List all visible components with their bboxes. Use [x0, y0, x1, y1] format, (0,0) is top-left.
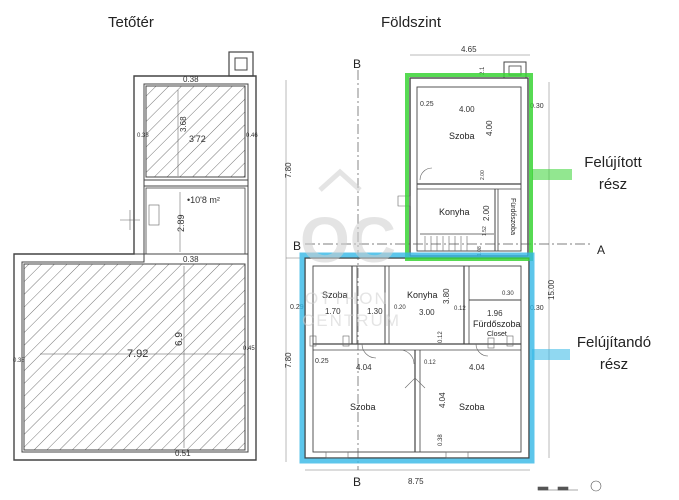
room-closet: Closet [487, 331, 507, 338]
dim-total-height: 15.00 [547, 279, 556, 300]
attic-title: Tetőtér [108, 14, 154, 31]
dim-170: 1.70 [325, 307, 341, 316]
renovated-arrow [532, 169, 572, 180]
dim-top-wall: 2.1 [480, 66, 486, 75]
renovated-callout-line1: Felújított [584, 154, 642, 171]
room-konyha-bottom: Konyha [407, 290, 438, 300]
room-furdo-bottom: Fürdőszoba [473, 319, 521, 329]
attic-plan: 0.38 3.68 3'72 0.38 0.46 •10'8 m² 2.89 0… [13, 51, 258, 461]
dim-left-029: 0.29 [290, 304, 304, 311]
dim-inner-width: 4.00 [459, 105, 475, 114]
dim-108: 1.08 [477, 246, 483, 256]
dim-right-wall-top: 0.30 [530, 103, 544, 110]
to-renovate-callout-line1: Felújítandó [576, 334, 652, 351]
ground-floor-title: Földszint [381, 14, 442, 31]
room-szoba-top: Szoba [449, 131, 475, 141]
attic-area-label: •10'8 m² [187, 195, 220, 205]
dim-130: 1.30 [367, 307, 383, 316]
dim-038: 0.38 [438, 434, 444, 446]
section-a-marker: A [597, 243, 605, 257]
attic-left-small-dim: 0.38 [137, 133, 149, 139]
to-renovate-arrow [532, 349, 570, 360]
watermark-line1: OTTHON [305, 289, 389, 308]
dim-196: 1.96 [487, 309, 503, 318]
room-konyha-top: Konyha [439, 207, 470, 217]
attic-right-small-dim: 0.46 [246, 133, 258, 139]
attic-big-height-dim: 6.9 [174, 332, 185, 346]
to-renovate-callout: Felújítandó rész [568, 332, 660, 376]
dim-width-bottom: 8.75 [408, 477, 424, 486]
attic-big-width-dim: 7.92 [127, 348, 148, 360]
dim-width-top: 4.65 [461, 45, 477, 54]
dim-025-bottom: 0.25 [315, 358, 329, 365]
attic-top-wall-dim: 0.38 [183, 75, 199, 84]
attic-room1-width-dim: 3'72 [189, 134, 206, 144]
attic-left-big-dim: 0.38 [13, 358, 25, 364]
dim-left-780-top: 7.80 [284, 162, 293, 178]
room-szoba-small: Szoba [322, 290, 348, 300]
dim-konyha-height: 2.00 [482, 205, 491, 221]
attic-mid-wall-dim: 0.38 [183, 255, 199, 264]
room-szoba-bottom-left: Szoba [350, 402, 376, 412]
renovated-callout-line2: rész [598, 176, 628, 193]
dim-012-vertical: 0.12 [438, 331, 444, 343]
dim-380: 3.80 [442, 288, 451, 304]
section-b-bottom-marker: B [353, 475, 361, 489]
renovated-highlight [405, 73, 533, 261]
to-renovate-highlight [299, 252, 535, 464]
attic-right-big-dim: 0.45 [243, 346, 255, 352]
dim-300: 3.00 [419, 308, 435, 317]
attic-room2-height-dim: 2.89 [176, 214, 186, 232]
otthon-centrum-watermark: OC OTTHON CENTRUM [300, 168, 401, 330]
attic-bottom-wall-dim: 0.51 [175, 449, 191, 458]
section-b-top-marker: B [353, 57, 361, 71]
room-furdo-top: Fürdőszoba [509, 198, 516, 235]
dim-left-wall-top: 0.25 [420, 101, 434, 108]
dim-404-right: 4.04 [469, 363, 485, 372]
watermark-logo: OC [300, 204, 396, 276]
dim-030-right: 0.30 [530, 305, 544, 312]
to-renovate-callout-line2: rész [599, 356, 629, 373]
dim-020: 0.20 [394, 305, 406, 311]
dim-404-left: 4.04 [356, 363, 372, 372]
dim-door-height: 2.00 [480, 170, 486, 180]
dim-012a: 0.12 [454, 306, 466, 312]
attic-room1-height-dim: 3.68 [179, 116, 188, 132]
dim-012b: 0.12 [424, 360, 436, 366]
dim-152: 1.52 [482, 226, 488, 236]
renovated-callout: Felújított rész [573, 152, 653, 196]
dim-inner-height: 4.00 [485, 120, 494, 136]
room-szoba-bottom-right: Szoba [459, 402, 485, 412]
dim-404-vertical: 4.04 [438, 392, 447, 408]
section-b-left-marker: B [293, 239, 301, 253]
dim-left-780-bottom: 7.80 [284, 352, 293, 368]
ground-plan: B B B A Szoba Konyha Fürdőszoba Szoba Ko… [284, 45, 605, 492]
watermark-line2: CENTRUM [302, 311, 401, 330]
dim-030-bath: 0.30 [502, 291, 514, 297]
